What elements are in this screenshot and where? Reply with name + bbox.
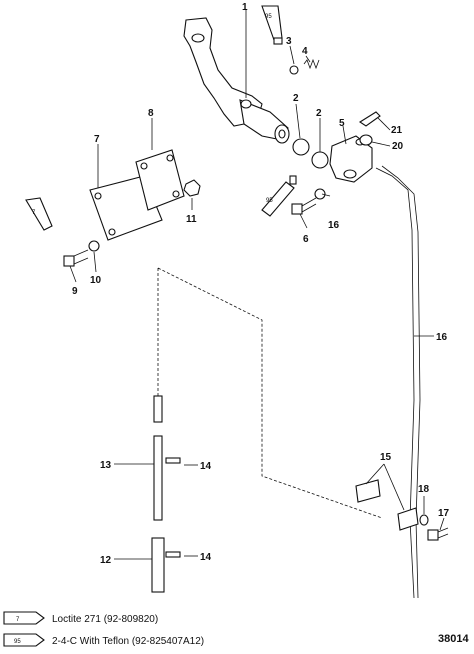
callout-14: 14 [200,461,212,472]
callout-16: 16 [436,332,448,343]
svg-text:95: 95 [266,198,273,204]
callout-18: 18 [418,484,430,495]
grease-tube-icon [3,633,45,647]
callout-2: 2 [293,93,299,104]
callout-15: 15 [380,452,392,463]
legend: 7 Loctite 271 (92-809820) 95 2-4-C With … [3,611,204,647]
shift-lever-part [183,17,290,144]
cover-plate-part [135,149,185,211]
screw-part [63,249,89,267]
retainer-part [355,479,381,503]
callout-9: 9 [72,286,78,297]
washer-part [314,188,326,200]
grease-tube-icon: 95 [261,175,297,217]
shift-shaft-part [153,395,163,423]
roll-pin-part [165,551,181,558]
screw-part [427,527,449,541]
legend-item-grease: 95 2-4-C With Teflon (92-825407A12) [3,633,204,647]
roll-pin-part [165,457,181,464]
coupler-part [151,537,165,593]
callout-4: 4 [302,46,308,57]
svg-text:95: 95 [265,14,272,20]
shift-shaft-part [153,435,163,521]
detent-ball-part [289,65,299,75]
callout-11: 11 [186,214,197,225]
callout-7: 7 [94,134,100,145]
callout-13: 13 [100,460,112,471]
washer-part [359,134,373,146]
callout-1: 1 [242,2,248,13]
callout-16: 16 [328,220,340,231]
legend-item-loctite: 7 Loctite 271 (92-809820) [3,611,158,625]
callout-17: 17 [438,508,450,519]
assembly-path-line [157,267,383,519]
callout-14: 14 [200,552,212,563]
callout-6: 6 [303,234,309,245]
grease-tube-icon: 95 [261,5,283,45]
o-ring-part [292,138,310,156]
loctite-tube-icon [3,611,45,625]
washer-part [419,514,429,526]
callout-8: 8 [148,108,154,119]
svg-text:7: 7 [16,617,20,623]
legend-text: Loctite 271 (92-809820) [52,614,158,625]
o-ring-part [311,151,329,169]
svg-text:95: 95 [14,639,21,645]
loctite-tube-icon: 7 [25,197,53,231]
nut-part [183,179,201,197]
retainer-part [397,507,419,531]
washer-part [88,240,100,252]
legend-text: 2-4-C With Teflon (92-825407A12) [52,636,204,647]
leader-lines [69,10,445,560]
callout-12: 12 [100,555,112,566]
callout-10: 10 [90,275,102,286]
shift-rod-part [375,167,415,599]
figure-number: 38014 [438,633,469,645]
callout-21: 21 [391,125,403,136]
detent-spring-part [303,58,320,70]
callout-3: 3 [286,36,292,47]
callout-2: 2 [316,108,322,119]
callout-20: 20 [392,141,404,152]
screw-part [291,197,317,215]
callout-5: 5 [339,118,345,129]
svg-text:7: 7 [32,210,36,216]
cotter-pin-part [358,111,381,127]
